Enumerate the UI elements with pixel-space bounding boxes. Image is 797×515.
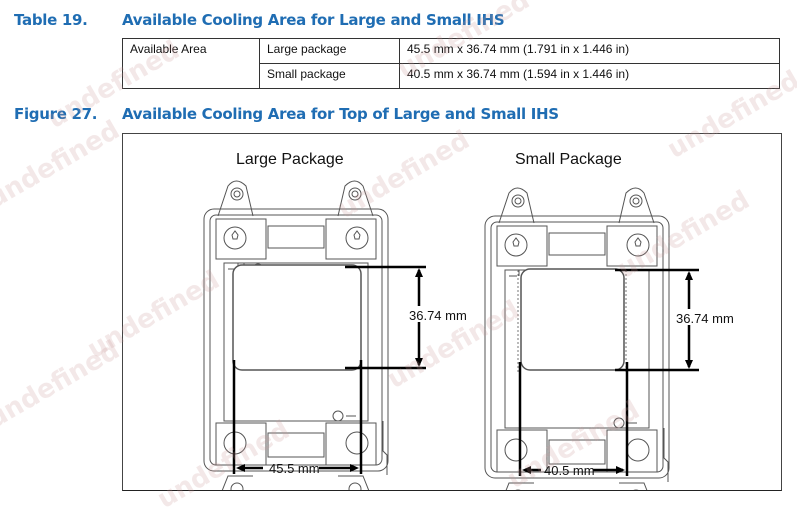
watermark: undefined <box>0 115 125 215</box>
package-cell: Large package <box>259 38 400 64</box>
small-package-label: Small Package <box>515 151 622 168</box>
small-height-dimension: 36.74 mm <box>676 311 734 326</box>
small-width-dimension: 40.5 mm <box>544 463 595 478</box>
large-ihs-lid <box>232 264 362 371</box>
watermark: undefined <box>0 335 125 435</box>
large-height-dimension: 36.74 mm <box>409 308 467 323</box>
figure-number: Figure 27. <box>14 105 98 123</box>
value-cell: 45.5 mm x 36.74 mm (1.791 in x 1.446 in) <box>399 38 780 64</box>
value-cell: 40.5 mm x 36.74 mm (1.594 in x 1.446 in) <box>399 63 780 89</box>
table-title: Available Cooling Area for Large and Sma… <box>122 11 505 29</box>
row-header: Available Area <box>122 38 260 89</box>
small-package-diagram: Small Package 36.74 mm 40.5 mm <box>484 151 742 509</box>
small-ihs-lid <box>520 268 625 371</box>
socket-diagram: Large Package 36.74 mm 45.5 mm Small Pac… <box>203 151 742 509</box>
table-row: Available Area Large package 45.5 mm x 3… <box>122 38 780 89</box>
figure-title: Available Cooling Area for Top of Large … <box>122 105 559 123</box>
large-width-dimension: 45.5 mm <box>269 461 320 476</box>
large-package-label: Large Package <box>236 151 344 168</box>
large-package-diagram: Large Package 36.74 mm 45.5 mm <box>203 151 474 502</box>
table-number: Table 19. <box>14 11 88 29</box>
figure-frame: Large Package 36.74 mm 45.5 mm Small Pac… <box>122 133 782 509</box>
table-row: Small package 40.5 mm x 36.74 mm (1.594 … <box>123 63 780 89</box>
cooling-area-table: Available Area Large package 45.5 mm x 3… <box>122 38 780 89</box>
package-cell: Small package <box>259 63 400 89</box>
